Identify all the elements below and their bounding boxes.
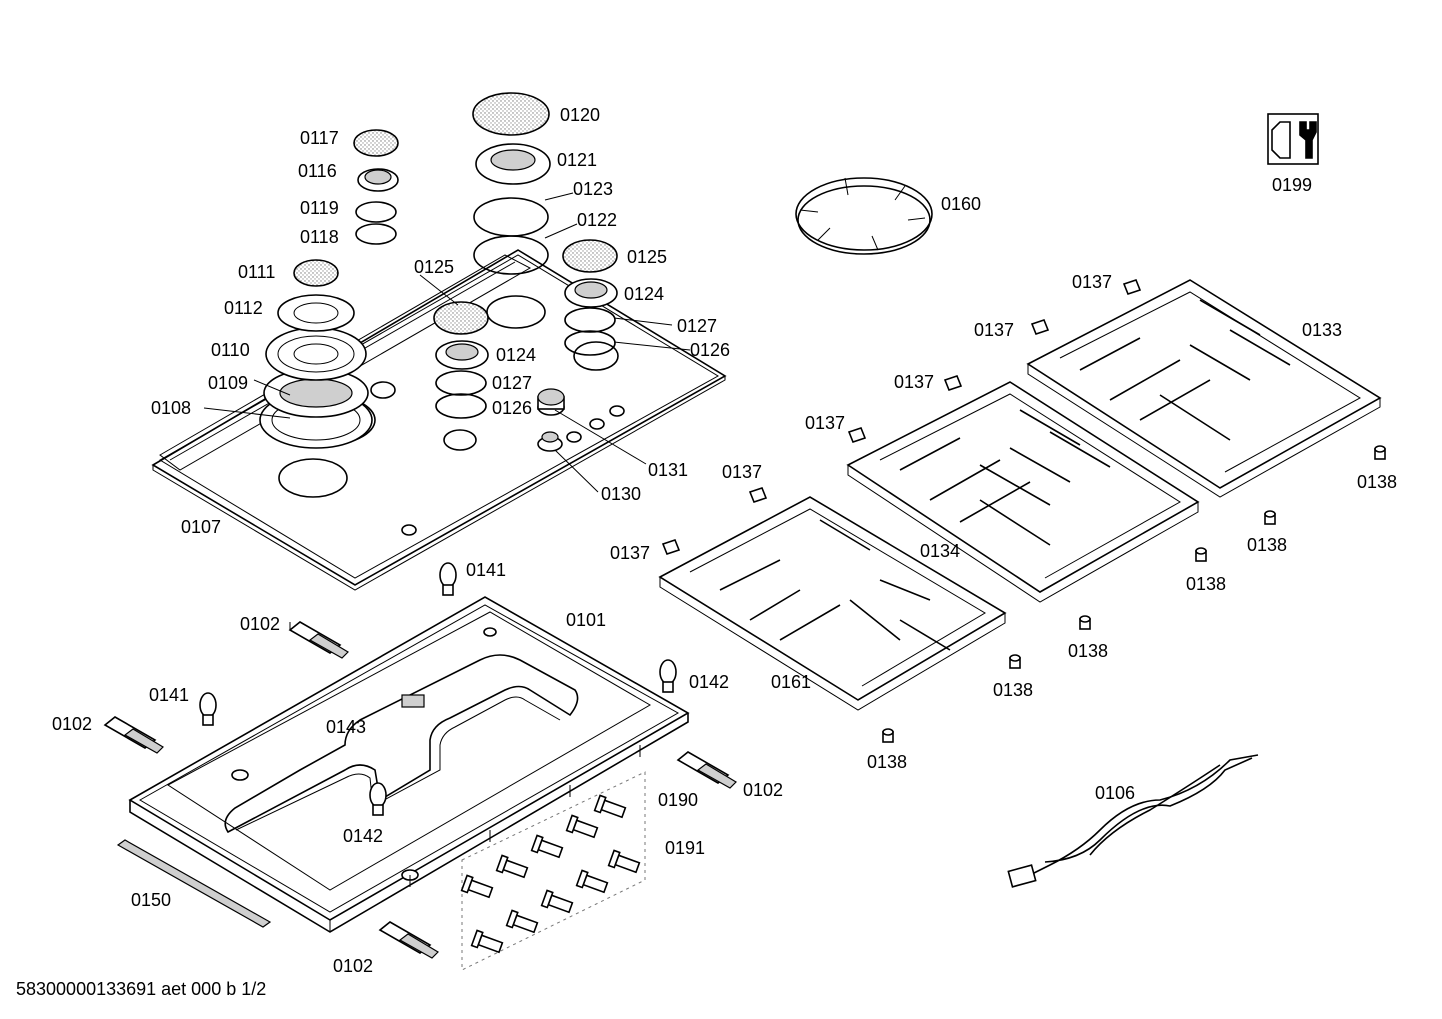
label-0137f: 0137 xyxy=(610,543,650,563)
label-0127a: 0127 xyxy=(492,373,532,393)
label-0138a: 0138 xyxy=(1357,472,1397,492)
label-0111: 0111 xyxy=(238,262,275,282)
burner-wok xyxy=(472,92,551,275)
label-0102c: 0102 xyxy=(743,780,783,800)
label-0116: 0116 xyxy=(298,161,337,181)
label-0125b: 0125 xyxy=(627,247,667,267)
label-0143: 0143 xyxy=(326,717,366,737)
label-0138b: 0138 xyxy=(1247,535,1287,555)
label-0118: 0118 xyxy=(300,227,339,247)
leader-lines xyxy=(203,192,691,493)
label-0108: 0108 xyxy=(151,398,191,418)
label-0130: 0130 xyxy=(601,484,641,504)
label-0131: 0131 xyxy=(648,460,688,480)
power-cable xyxy=(1007,754,1259,888)
seal-strip xyxy=(116,839,272,928)
pan-support-right xyxy=(1026,279,1382,498)
label-0124b: 0124 xyxy=(624,284,664,304)
pan-support-left xyxy=(658,496,1007,711)
label-0101: 0101 xyxy=(566,610,606,630)
label-0126a: 0126 xyxy=(492,398,532,418)
control-knob xyxy=(537,388,565,452)
bottom-housing xyxy=(128,596,690,933)
label-0191: 0191 xyxy=(665,838,705,858)
label-0117: 0117 xyxy=(300,128,339,148)
label-0137c: 0137 xyxy=(894,372,934,392)
label-0142b: 0142 xyxy=(343,826,383,846)
label-0109: 0109 xyxy=(208,373,248,393)
label-0142a: 0142 xyxy=(689,672,729,692)
label-0137a: 0137 xyxy=(1072,272,1112,292)
label-0122: 0122 xyxy=(577,210,617,230)
burner-small xyxy=(353,129,399,245)
wok-ring xyxy=(795,177,933,255)
document-id: 58300000133691 aet 000 b 1/2 xyxy=(16,979,267,999)
label-0161: 0161 xyxy=(771,672,811,692)
label-0119: 0119 xyxy=(300,198,339,218)
label-0102b: 0102 xyxy=(52,714,92,734)
label-0102a: 0102 xyxy=(240,614,280,634)
label-0137d: 0137 xyxy=(805,413,845,433)
nut-wrench-icon xyxy=(1267,113,1319,165)
label-0138c: 0138 xyxy=(1186,574,1226,594)
label-0110: 0110 xyxy=(211,340,250,360)
label-0160: 0160 xyxy=(941,194,981,214)
burner-medium-b xyxy=(562,239,618,356)
label-0126b: 0126 xyxy=(690,340,730,360)
label-0138d: 0138 xyxy=(1068,641,1108,661)
support-clips xyxy=(661,279,1142,555)
label-0199: 0199 xyxy=(1272,175,1312,195)
label-0141a: 0141 xyxy=(466,560,506,580)
label-0124a: 0124 xyxy=(496,345,536,365)
screw-group xyxy=(460,771,646,971)
label-0190: 0190 xyxy=(658,790,698,810)
clips xyxy=(103,621,737,959)
label-0102d: 0102 xyxy=(333,956,373,976)
burner-large xyxy=(259,259,373,449)
label-0123: 0123 xyxy=(573,179,613,199)
label-0134: 0134 xyxy=(920,541,960,561)
label-0107: 0107 xyxy=(181,517,221,537)
label-0112: 0112 xyxy=(224,298,263,318)
feet xyxy=(199,562,677,816)
label-0133: 0133 xyxy=(1302,320,1342,340)
label-0106: 0106 xyxy=(1095,783,1135,803)
part-labels: 0120 0117 0121 0116 0199 0123 0160 0119 … xyxy=(52,105,1397,976)
label-0125a: 0125 xyxy=(414,257,454,277)
label-0150: 0150 xyxy=(131,890,171,910)
label-0138f: 0138 xyxy=(867,752,907,772)
label-0138e: 0138 xyxy=(993,680,1033,700)
label-0120: 0120 xyxy=(560,105,600,125)
label-0141b: 0141 xyxy=(149,685,189,705)
label-0137b: 0137 xyxy=(974,320,1014,340)
rubber-feet xyxy=(882,445,1386,743)
label-0127b: 0127 xyxy=(677,316,717,336)
label-0137e: 0137 xyxy=(722,462,762,482)
pan-support-middle xyxy=(846,381,1200,603)
label-0121: 0121 xyxy=(557,150,597,170)
burner-medium-a xyxy=(433,301,489,419)
